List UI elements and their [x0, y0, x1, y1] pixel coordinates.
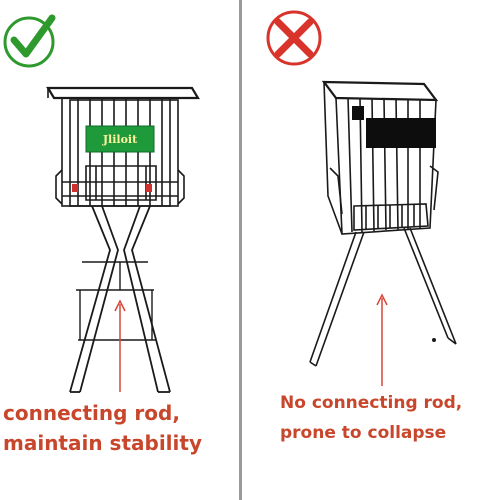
basket-without-rod-illustration — [266, 10, 457, 386]
right-caption-line2: prone to collapse — [280, 423, 447, 443]
stand-legs — [309, 227, 457, 367]
stand-legs — [69, 205, 171, 393]
right-comparison-panel: No connecting rod, prone to collapse — [242, 0, 480, 500]
connecting-rod — [76, 261, 156, 341]
label-cover — [366, 118, 436, 148]
left-caption-line1: connecting rod, — [3, 401, 180, 425]
check-mark-icon — [3, 14, 56, 68]
red-clip — [146, 184, 152, 192]
panel-divider — [239, 0, 242, 500]
cross-mark-icon — [266, 10, 322, 66]
basket-with-rod-illustration: Jliloit — [3, 14, 200, 393]
brand-label: Jliloit — [85, 125, 155, 153]
right-caption: No connecting rod, prone to collapse — [280, 388, 462, 448]
left-comparison-panel: Jliloit connecting rod — [3, 14, 202, 458]
left-caption-line2: maintain stability — [3, 431, 202, 455]
svg-text:Jliloit: Jliloit — [102, 133, 138, 146]
label-cover — [352, 106, 364, 120]
arrow-up-icon — [376, 293, 388, 386]
right-caption-line1: No connecting rod, — [280, 393, 463, 413]
left-caption: connecting rod, maintain stability — [3, 398, 202, 458]
wire-basket — [321, 80, 439, 235]
red-clip — [72, 184, 78, 192]
arrow-up-icon — [114, 299, 126, 392]
